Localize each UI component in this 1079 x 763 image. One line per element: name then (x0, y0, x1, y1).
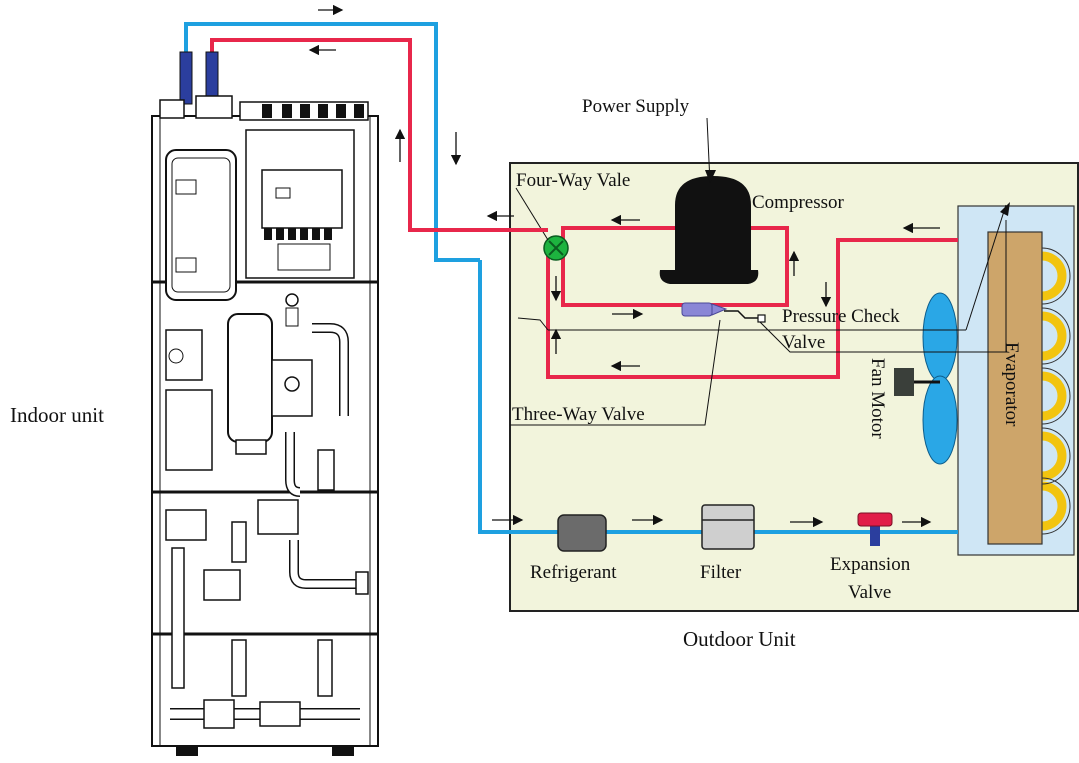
evaporator-label: Evaporator (1001, 342, 1022, 427)
indoor-pipe-stub-cold (179, 51, 193, 105)
refrigerant-tank (557, 514, 607, 552)
indoor-unit (151, 51, 379, 756)
evaporator: Evaporator (957, 205, 1075, 556)
fan-motor-body (894, 368, 914, 396)
refrigerant-label: Refrigerant (530, 562, 617, 583)
four-way-valve-label: Four-Way Vale (516, 170, 630, 191)
fan-blade-bottom (922, 375, 958, 465)
cold-pipe-connection (184, 22, 480, 262)
cold-pipe-outdoor (478, 260, 958, 534)
expansion-valve (857, 512, 893, 546)
compressor (659, 176, 759, 284)
fan-motor-label: Fan Motor (867, 358, 888, 439)
fan-blade-top (922, 292, 958, 382)
pressure-check-valve (724, 310, 766, 323)
evaporator-core (987, 231, 1043, 545)
compressor-label: Compressor (752, 192, 845, 213)
outdoor-unit-label: Outdoor Unit (683, 627, 796, 651)
expansion-valve-label: Valve (848, 582, 891, 603)
three-way-valve-label: Three-Way Valve (512, 404, 645, 425)
expansion-label: Expansion (830, 554, 911, 575)
pressure-valve-label: Valve (782, 332, 825, 353)
flow-arrows (308, 4, 940, 528)
evaporator-coils (1041, 251, 1067, 531)
fan-motor: Fan Motor (867, 292, 958, 465)
pressure-check-label: Pressure Check (782, 306, 900, 327)
three-way-valve (681, 302, 728, 317)
filter (701, 504, 755, 550)
power-supply-label: Power Supply (582, 96, 690, 117)
leader-lines (510, 117, 1007, 426)
indoor-unit-label: Indoor unit (10, 403, 104, 427)
filter-label: Filter (700, 562, 742, 583)
four-way-valve (543, 235, 569, 261)
hot-pipe-connection (210, 38, 548, 232)
